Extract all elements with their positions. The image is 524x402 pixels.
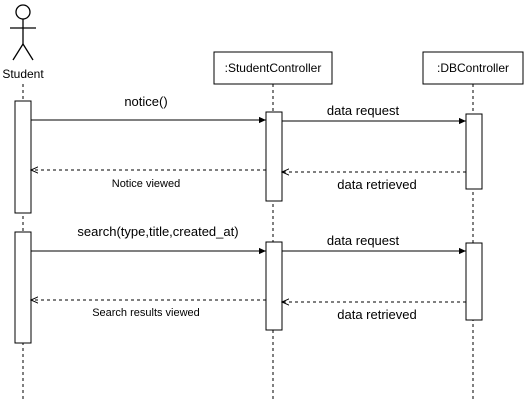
activation-db-controller-2 <box>465 242 483 321</box>
activation-student-2 <box>14 231 32 344</box>
participant-label: :StudentController <box>225 61 322 75</box>
message-label: data request <box>327 233 400 248</box>
activation-student-controller-1 <box>265 111 283 202</box>
actor-student: Student <box>2 4 44 81</box>
activation-student-1 <box>14 100 32 214</box>
participant-student-controller: :StudentController <box>213 51 333 85</box>
message-label: data retrieved <box>337 307 417 322</box>
activation-db-controller-1 <box>465 113 483 190</box>
actor-label: Student <box>2 67 44 81</box>
message-label: Notice viewed <box>112 178 180 190</box>
activation-student-controller-2 <box>265 241 283 331</box>
message-label: search(type,title,created_at) <box>77 224 238 239</box>
participant-db-controller: :DBController <box>422 51 524 85</box>
message-label: data retrieved <box>337 177 417 192</box>
stick-figure-icon <box>10 4 36 61</box>
message-label: data request <box>327 103 400 118</box>
message-label: notice() <box>124 94 167 109</box>
participant-label: :DBController <box>437 61 509 75</box>
message-label: Search results viewed <box>92 307 200 319</box>
